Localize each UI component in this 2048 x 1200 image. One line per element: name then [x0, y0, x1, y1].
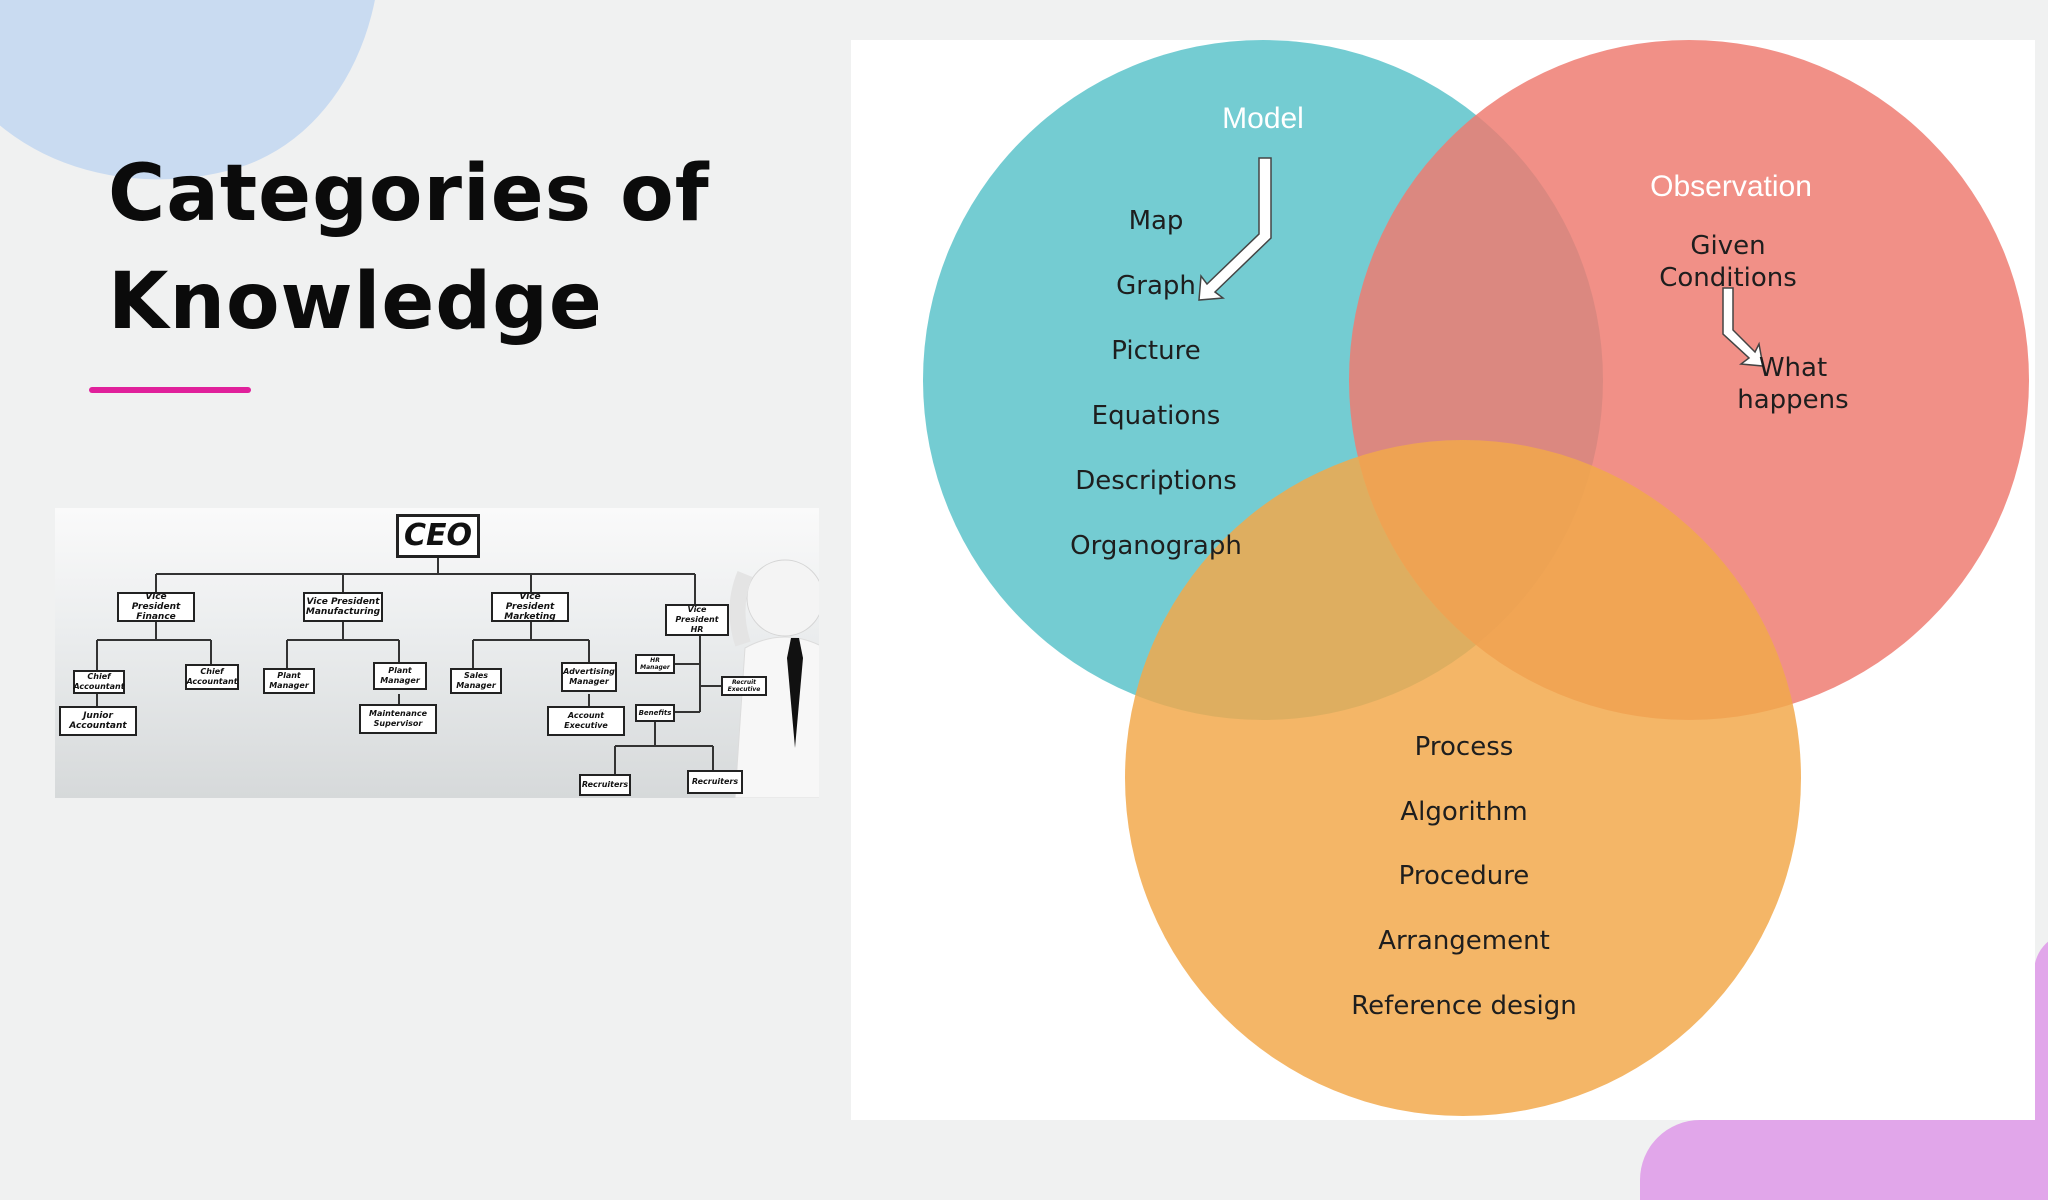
process-item-algorithm: Algorithm	[1400, 797, 1528, 827]
org-box-vp-finance: Vice President Finance	[117, 592, 195, 622]
org-box-ceo: CEO	[396, 514, 480, 558]
process-item-procedure: Procedure	[1398, 861, 1530, 891]
org-box-chief-accountant-1: Chief Accountant	[73, 670, 125, 694]
model-arrow-icon	[1198, 157, 1272, 301]
model-item-equations: Equations	[1091, 401, 1221, 431]
org-box-benefits: Benefits	[635, 704, 675, 722]
org-box-plant-manager-1: Plant Manager	[263, 668, 315, 694]
process-item-arrangement: Arrangement	[1378, 926, 1550, 956]
observation-given-line-1: Given	[1690, 231, 1766, 261]
observation-arrow-icon	[1722, 287, 1764, 367]
title-underline	[89, 387, 251, 393]
process-item-reference-design: Reference design	[1351, 991, 1577, 1021]
org-box-junior-accountant: Junior Accountant	[59, 706, 137, 736]
model-item-organograph: Organograph	[1070, 531, 1242, 561]
model-item-picture: Picture	[1111, 336, 1201, 366]
observation-result-line-2: happens	[1737, 385, 1849, 415]
title-line-1: Categories of	[108, 149, 710, 239]
org-box-advertising-manager: Advertising Manager	[561, 662, 617, 692]
org-box-chief-accountant-2: Chief Accountant	[185, 664, 239, 690]
model-item-graph: Graph	[1116, 271, 1196, 301]
org-box-recruit-executive: Recruit Executive	[721, 676, 767, 696]
org-box-sales-manager: Sales Manager	[450, 668, 502, 694]
observation-result-line-1: What	[1758, 353, 1828, 383]
org-box-recruiters-2: Recruiters	[687, 770, 743, 794]
observation-given-line-2: Conditions	[1659, 263, 1797, 293]
org-box-recruiters-1: Recruiters	[579, 774, 631, 796]
decorative-blob-bottom-right	[1640, 1120, 2048, 1200]
venn-circle-process	[1125, 440, 1801, 1116]
model-item-descriptions: Descriptions	[1075, 466, 1237, 496]
slide-title: Categories of Knowledge	[108, 140, 728, 356]
org-box-vp-manufacturing: Vice President Manufacturing	[303, 592, 383, 622]
org-box-vp-marketing: Vice President Marketing	[491, 592, 569, 622]
venn-diagram	[923, 40, 2029, 1116]
venn-diagram-panel: Model Observation Map Graph Picture Equa…	[851, 40, 2035, 1120]
org-box-maintenance-supervisor: Maintenance Supervisor	[359, 704, 437, 734]
venn-heading-model: Model	[1222, 102, 1304, 135]
venn-heading-observation: Observation	[1650, 170, 1812, 203]
org-box-plant-manager-2: Plant Manager	[373, 662, 427, 690]
org-box-hr-manager: HR Manager	[635, 654, 675, 674]
model-item-map: Map	[1128, 206, 1184, 236]
org-chart-image: CEO Vice President Finance Vice Presiden…	[55, 508, 819, 798]
org-box-vp-hr: Vice President HR	[665, 604, 729, 636]
org-box-account-executive: Account Executive	[547, 706, 625, 736]
title-line-2: Knowledge	[108, 257, 603, 347]
process-item-process: Process	[1414, 732, 1514, 762]
